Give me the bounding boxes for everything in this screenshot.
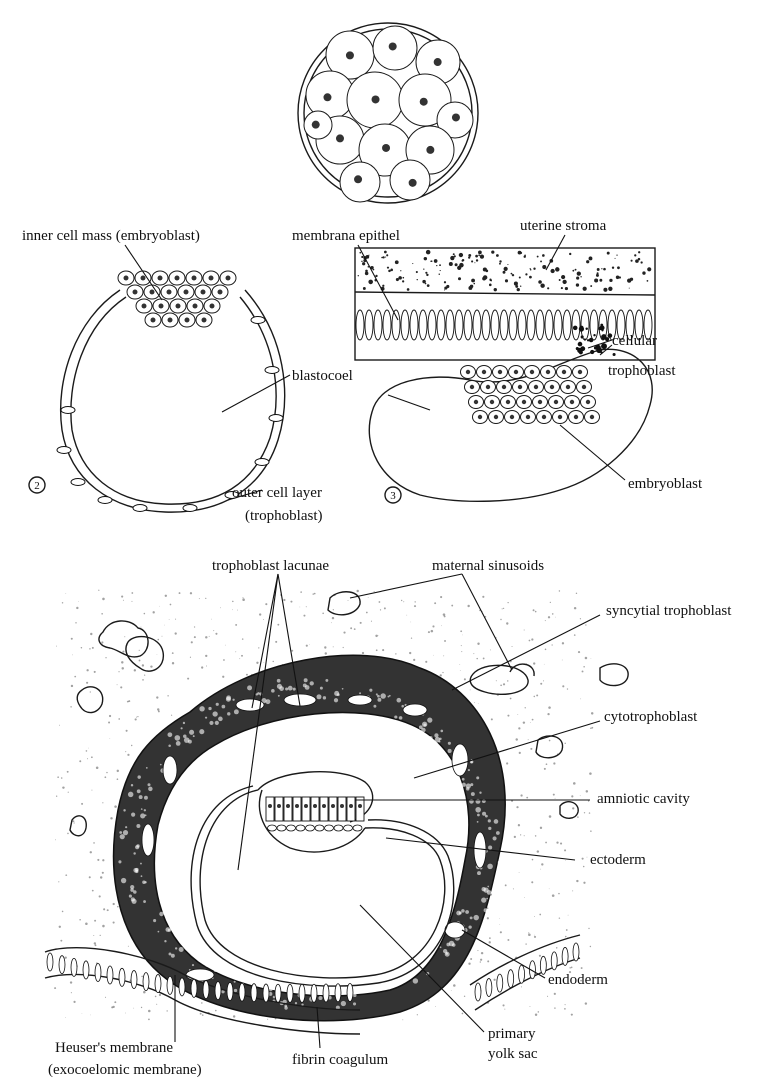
label-membrana-epithel: membrana epithel: [292, 228, 400, 244]
morula-drawing: [298, 23, 478, 203]
label-fibrin-coagulum: fibrin coagulum: [292, 1052, 389, 1068]
label-yolk-sac: yolk sac: [488, 1046, 538, 1062]
label-trophoblast-c: trophoblast: [608, 363, 676, 379]
label-trophoblast-lacunae: trophoblast lacunae: [212, 558, 329, 574]
label-cellular: cellular: [612, 333, 657, 349]
label-exocoelomic-membrane: (exocoelomic membrane): [48, 1062, 202, 1078]
label-maternal-sinusoids: maternal sinusoids: [432, 558, 544, 574]
figure-number-c: 3: [390, 490, 396, 502]
label-amniotic-cavity: amniotic cavity: [597, 791, 690, 807]
label-uterine-stroma: uterine stroma: [520, 218, 607, 234]
label-trophoblast-b: (trophoblast): [245, 508, 322, 524]
label-outer-cell-layer: outer cell layer: [232, 485, 322, 501]
label-cytotrophoblast: cytotrophoblast: [604, 709, 698, 725]
label-inner-cell-mass: inner cell mass (embryoblast): [22, 228, 200, 244]
label-embryoblast: embryoblast: [628, 476, 703, 492]
label-syncytial-trophoblast: syncytial trophoblast: [606, 603, 732, 619]
label-ectoderm: ectoderm: [590, 852, 646, 868]
figure-number-b: 2: [34, 480, 40, 492]
label-primary: primary: [488, 1026, 536, 1042]
label-endoderm: endoderm: [548, 972, 608, 988]
blastocyst-drawing: [57, 271, 285, 512]
implanted-embryo-drawing: [45, 590, 628, 1034]
label-heusers-membrane: Heuser's membrane: [55, 1040, 173, 1056]
label-blastocoel: blastocoel: [292, 368, 353, 384]
